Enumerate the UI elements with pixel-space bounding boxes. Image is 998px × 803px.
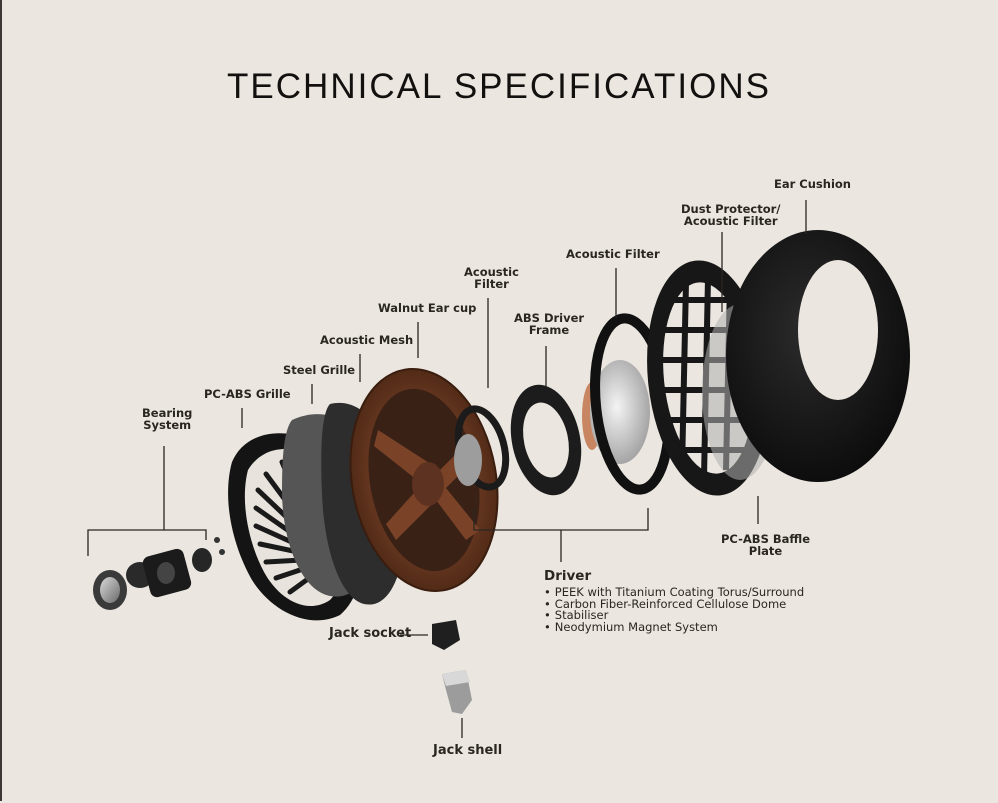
jack-shell-part — [442, 670, 472, 714]
ear-cushion-part — [726, 230, 910, 482]
driver-magnet-part — [454, 434, 482, 486]
label-ear-cushion: Ear Cushion — [774, 177, 851, 191]
driver-spec-item: Stabiliser — [544, 609, 804, 622]
label-walnut-ear-cup: Walnut Ear cup — [378, 301, 477, 315]
walnut-ear-cup-part — [349, 367, 499, 593]
page-title: TECHNICAL SPECIFICATIONS — [227, 67, 771, 107]
label-jack-socket: Jack socket — [329, 626, 412, 641]
driver-spec-item: Neodymium Magnet System — [544, 621, 804, 634]
label-pc-abs-grille: PC-ABS Grille — [204, 387, 291, 401]
label-dust-protector: Dust Protector/Acoustic Filter — [681, 202, 781, 228]
label-acoustic-mesh: Acoustic Mesh — [320, 333, 414, 347]
driver-heading: Driver — [544, 568, 592, 584]
driver-spec-block: Driver PEEK with Titanium Coating Torus/… — [544, 568, 804, 633]
label-jack-shell: Jack shell — [433, 743, 503, 758]
abs-driver-frame-part — [510, 384, 582, 496]
jack-socket-part — [432, 620, 460, 650]
label-steel-grille: Steel Grille — [283, 363, 356, 377]
driver-spec-item: PEEK with Titanium Coating Torus/Surroun… — [544, 586, 804, 599]
driver-spec-list: PEEK with Titanium Coating Torus/Surroun… — [544, 586, 804, 634]
driver-spec-item: Carbon Fiber-Reinforced Cellulose Dome — [544, 598, 804, 611]
label-acoustic-filter-2: Acoustic Filter — [566, 247, 660, 261]
bearing-system-part — [93, 537, 225, 610]
